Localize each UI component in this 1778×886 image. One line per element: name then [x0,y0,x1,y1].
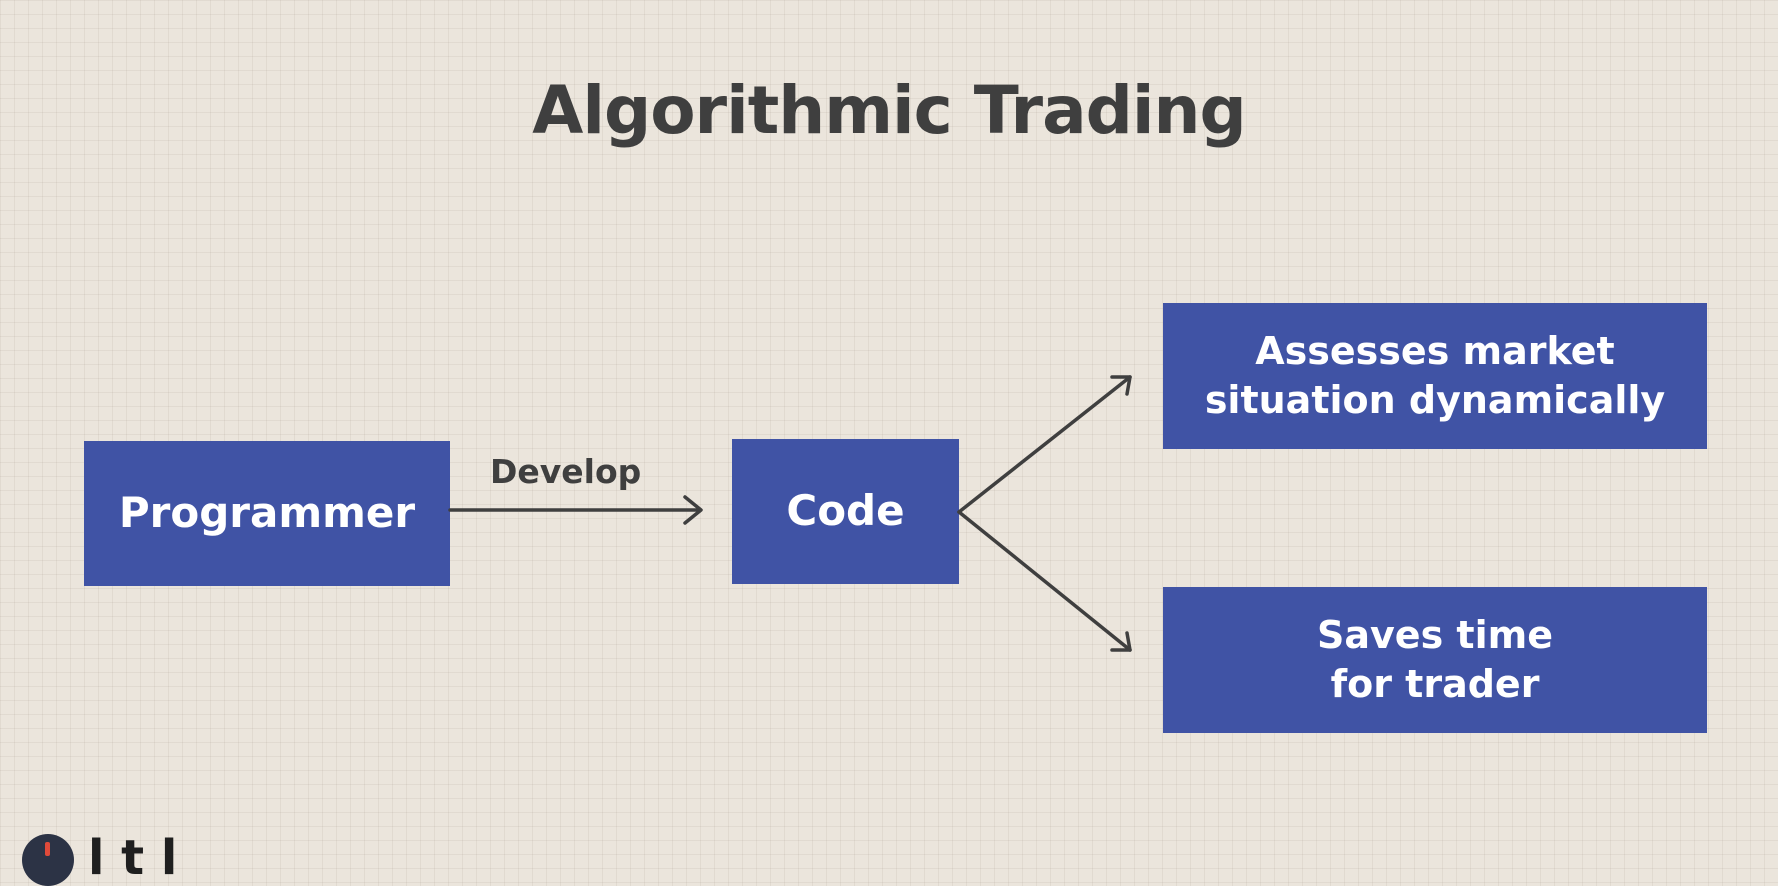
brand-logo-icon [22,834,74,886]
footer-brand-text: l t l [88,830,178,886]
node-programmer: Programmer [84,441,450,586]
diagram-title: Algorithmic Trading [532,72,1246,149]
node-code-label: Code [786,486,905,536]
node-saves-time-line1: Saves time [1317,612,1553,657]
arrow-code-to-saves [957,510,1132,652]
node-assesses-market: Assesses market situation dynamically [1163,303,1707,449]
node-saves-time-line2: for trader [1330,662,1540,706]
brand-logo-mark [45,842,50,856]
arrow-programmer-to-code [448,495,703,525]
node-programmer-label: Programmer [118,488,416,538]
edge-label-develop: Develop [490,452,642,491]
arrows-layer [448,375,1132,652]
node-assesses-market-line1: Assesses market [1255,328,1615,373]
node-code: Code [732,439,959,584]
node-saves-time: Saves time for trader [1163,587,1707,733]
arrow-code-to-assesses [957,375,1132,514]
node-assesses-market-line2: situation dynamically [1204,378,1666,422]
